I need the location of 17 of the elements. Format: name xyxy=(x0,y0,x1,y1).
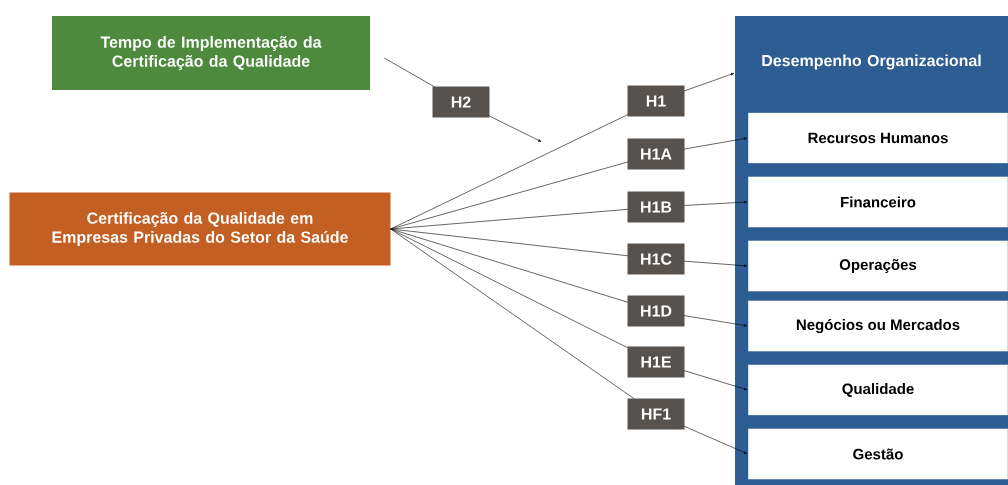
category-box: Operações xyxy=(747,240,1008,292)
title-box: Tempo de Implementação da Certificação da Qualidade xyxy=(52,16,370,90)
edge-label: H1B xyxy=(627,191,685,223)
arrow xyxy=(390,228,748,454)
category-box: Recursos Humanos xyxy=(747,112,1008,164)
category-box: Negócios ou Mercados xyxy=(747,300,1008,352)
edge-label: H2 xyxy=(432,86,490,118)
edge-label: H1C xyxy=(627,243,685,275)
category-box: Financeiro xyxy=(747,176,1008,228)
concept-box: Certificação da Qualidade em Empresas Privadas do Setor da Saúde xyxy=(9,192,391,266)
edge-label: H1 xyxy=(627,85,685,117)
category-box: Qualidade xyxy=(747,364,1008,416)
edge-label: H1A xyxy=(627,138,685,170)
edge-label: HF1 xyxy=(627,398,685,430)
edge-label: H1E xyxy=(627,346,685,378)
category-box: Gestão xyxy=(747,428,1008,480)
edge-label: H1D xyxy=(627,295,685,327)
